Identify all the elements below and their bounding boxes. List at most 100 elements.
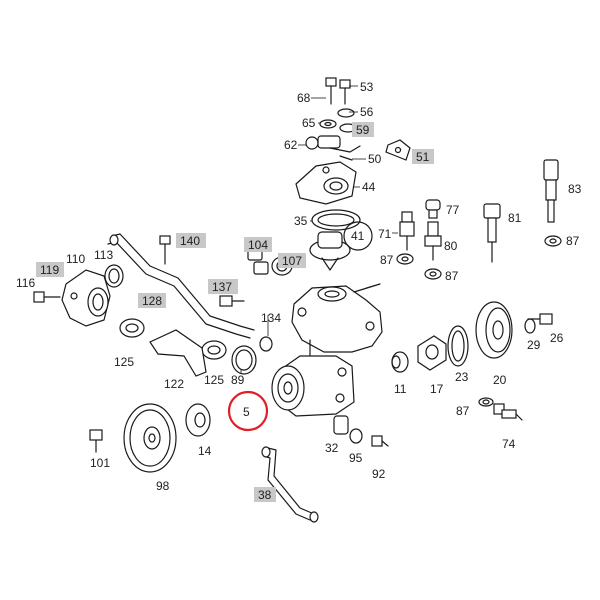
label-11: 11 [394, 382, 407, 396]
label-44: 44 [362, 180, 376, 194]
label-119: 119 [40, 263, 59, 277]
sensor-81-icon [483, 203, 501, 263]
pipe-128-icon [107, 233, 255, 339]
bolt-137-icon [219, 295, 245, 307]
label-14: 14 [198, 444, 212, 458]
label-box-119 [36, 262, 64, 277]
label-116: 116 [16, 276, 35, 290]
washer-87-mid2-icon [424, 268, 442, 280]
label-38: 38 [258, 488, 272, 502]
label-box-137 [208, 279, 238, 294]
washer-87-right-icon [544, 235, 562, 247]
clamp-125-left-icon [119, 318, 145, 338]
washer-56-icon [337, 108, 355, 118]
banjo-bolt-62-icon [305, 135, 341, 150]
bolt-140-icon [159, 235, 171, 265]
label-87-d: 87 [456, 404, 470, 418]
plug-77-icon [425, 199, 441, 219]
label-65: 65 [302, 116, 316, 130]
label-110: 110 [66, 252, 85, 266]
sensor-80-icon [424, 221, 442, 261]
washer-29-icon [524, 318, 536, 334]
label-20: 20 [493, 373, 507, 387]
bolt-92-icon [371, 435, 389, 447]
label-87-c: 87 [445, 269, 459, 283]
label-box-140 [176, 233, 206, 248]
label-29: 29 [527, 338, 541, 352]
label-35: 35 [294, 214, 308, 228]
bolt-116-icon [33, 291, 61, 303]
label-134: 134 [261, 311, 281, 325]
label-92: 92 [372, 467, 386, 481]
label-128: 128 [142, 294, 162, 308]
thermostat-housing-icon [291, 283, 383, 357]
label-122: 122 [164, 377, 184, 391]
label-71: 71 [378, 227, 392, 241]
label-125-b: 125 [204, 373, 224, 387]
hose-38-icon [261, 446, 319, 523]
bracket-51-icon [385, 139, 411, 161]
gasket-35-icon [311, 209, 361, 231]
thermostat-41-icon [309, 221, 373, 271]
pulley-20-icon [475, 301, 513, 359]
plug-32-icon [333, 415, 349, 435]
label-box-107 [278, 253, 306, 268]
bolt-101-icon [89, 429, 103, 453]
label-17: 17 [430, 382, 444, 396]
hub-14-icon [185, 403, 211, 437]
label-87-a: 87 [566, 234, 580, 248]
ring-23-icon [447, 325, 469, 367]
label-box-104 [244, 237, 272, 252]
label-101: 101 [90, 456, 110, 470]
label-box-38 [254, 487, 276, 502]
fitting-11-icon [391, 351, 409, 373]
label-104: 104 [248, 238, 268, 252]
label-89: 89 [231, 373, 245, 387]
clamp-125-right-icon [201, 340, 227, 360]
shaded-label-boxes [36, 122, 434, 502]
washer-95-icon [349, 428, 363, 444]
leader-lines [240, 85, 398, 374]
washer-65-icon [319, 119, 337, 129]
ring-113-icon [104, 264, 124, 288]
label-77: 77 [446, 203, 460, 217]
sensor-71-icon [399, 211, 415, 251]
label-98: 98 [156, 479, 170, 493]
label-87-b: 87 [380, 253, 394, 267]
label-113: 113 [94, 248, 113, 262]
hose-122-icon [149, 329, 207, 377]
label-59: 59 [356, 123, 370, 137]
label-107: 107 [282, 254, 302, 268]
label-62: 62 [284, 138, 298, 152]
label-81: 81 [508, 211, 522, 225]
pulley-98-icon [123, 403, 177, 473]
label-68: 68 [297, 91, 311, 105]
highlight-circle[interactable] [227, 390, 269, 432]
callout-labels: 5 11 14 17 20 23 26 29 32 35 41 44 50 53… [16, 80, 582, 502]
label-74: 74 [502, 437, 516, 451]
sensor-74-icon [493, 403, 523, 421]
water-pump-5-icon [271, 355, 355, 417]
pipe-50-icon [329, 145, 361, 161]
bolt-53-icon [339, 79, 351, 105]
label-box-51 [412, 149, 434, 164]
bolt-26-icon [527, 313, 553, 325]
label-23: 23 [455, 370, 469, 384]
label-53: 53 [360, 80, 374, 94]
label-95: 95 [349, 451, 363, 465]
bolt-68-icon [325, 77, 337, 105]
label-26: 26 [550, 331, 564, 345]
washer-87-low-icon [478, 397, 494, 407]
label-80: 80 [444, 239, 458, 253]
elbow-housing-110-icon [61, 269, 111, 327]
label-83: 83 [568, 182, 582, 196]
label-box-128 [138, 293, 166, 308]
label-56: 56 [360, 105, 374, 119]
label-5[interactable]: 5 [243, 405, 250, 419]
washer-87-mid-icon [396, 253, 414, 265]
label-50: 50 [368, 152, 382, 166]
label-51: 51 [416, 150, 430, 164]
gasket-89-icon [231, 345, 257, 375]
thermostat-cover-44-icon [295, 161, 357, 205]
